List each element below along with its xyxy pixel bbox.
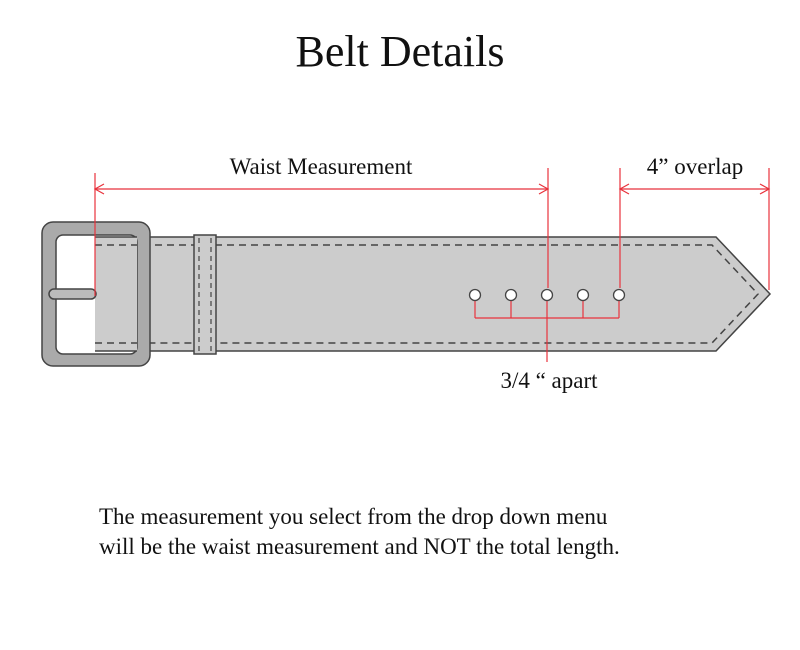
buckle-prong (48, 288, 97, 300)
belt-holes (468, 288, 626, 302)
note-line-1: The measurement you select from the drop… (99, 504, 608, 529)
belt-hole (540, 288, 554, 302)
overlap-label: 4” overlap (647, 154, 743, 179)
belt-hole (504, 288, 518, 302)
belt-hole (576, 288, 590, 302)
strap-through-buckle (95, 237, 137, 351)
belt-keeper (193, 234, 217, 355)
hole-spacing-label: 3/4 “ apart (500, 368, 598, 393)
belt-hole (612, 288, 626, 302)
note-line-2: will be the waist measurement and NOT th… (99, 534, 620, 559)
page-title: Belt Details (295, 27, 505, 76)
hole-spacing-bracket (474, 301, 620, 362)
waist-dimension (93, 168, 550, 296)
measurement-note: The measurement you select from the drop… (99, 502, 779, 562)
belt-hole (468, 288, 482, 302)
overlap-dimension (618, 168, 771, 290)
waist-measurement-label: Waist Measurement (230, 154, 413, 179)
belt-stitching (95, 244, 760, 344)
